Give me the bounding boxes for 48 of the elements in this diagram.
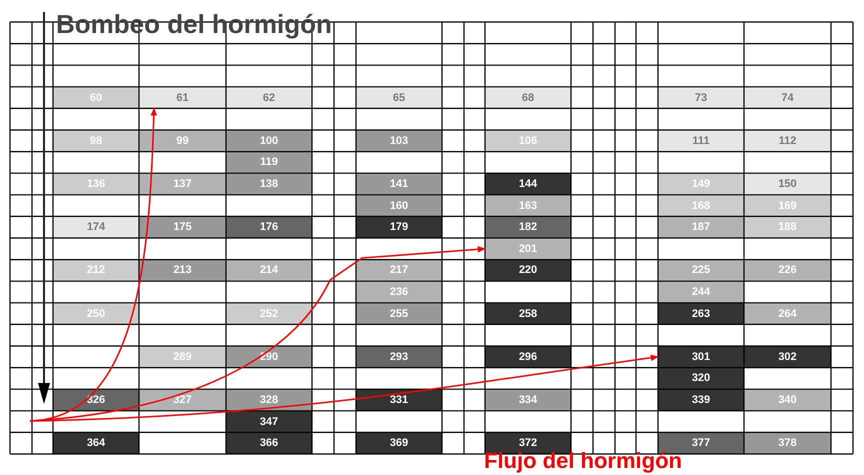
table-cell: 320	[658, 368, 744, 390]
table-cell: 340	[744, 389, 831, 411]
flow-arrow	[30, 354, 659, 422]
table-cell: 73	[658, 86, 744, 108]
table-cell: 175	[139, 216, 226, 238]
table-cell: 138	[226, 173, 312, 195]
table-cell: 174	[53, 216, 139, 238]
table-cell: 296	[485, 346, 571, 368]
table-cell: 61	[139, 86, 226, 108]
table-cell: 160	[356, 194, 442, 216]
table-cell: 214	[226, 260, 312, 282]
table-cell: 220	[485, 260, 571, 282]
table-cell: 366	[226, 432, 312, 454]
table-cell: 334	[485, 389, 571, 411]
table-cell: 364	[53, 432, 139, 454]
table-cell: 263	[658, 302, 744, 324]
table-cell: 264	[744, 302, 831, 324]
table-cell: 65	[356, 86, 442, 108]
table-cell: 201	[485, 238, 571, 260]
table-cell: 144	[485, 173, 571, 195]
table-cell: 62	[226, 86, 312, 108]
table-cell: 347	[226, 410, 312, 432]
table-cell: 301	[658, 346, 744, 368]
table-cell: 119	[226, 152, 312, 174]
table-cell: 103	[356, 130, 442, 152]
table-cell: 100	[226, 130, 312, 152]
table-cell: 179	[356, 216, 442, 238]
table-cell: 225	[658, 260, 744, 282]
table-cell: 68	[485, 86, 571, 108]
table-cell: 112	[744, 130, 831, 152]
table-cell: 182	[485, 216, 571, 238]
table-cell: 258	[485, 302, 571, 324]
table-cell: 187	[658, 216, 744, 238]
table-cell: 378	[744, 432, 831, 454]
table-cell: 226	[744, 260, 831, 282]
table-cell: 369	[356, 432, 442, 454]
table-cell: 255	[356, 302, 442, 324]
table-cell: 293	[356, 346, 442, 368]
table-cell: 163	[485, 194, 571, 216]
table-cell: 176	[226, 216, 312, 238]
table-cell: 111	[658, 130, 744, 152]
table-cell: 339	[658, 389, 744, 411]
table-cell: 302	[744, 346, 831, 368]
table-cell: 236	[356, 281, 442, 303]
table-cell: 244	[658, 281, 744, 303]
table-cell: 150	[744, 173, 831, 195]
table-cell: 141	[356, 173, 442, 195]
table-cell: 74	[744, 86, 831, 108]
